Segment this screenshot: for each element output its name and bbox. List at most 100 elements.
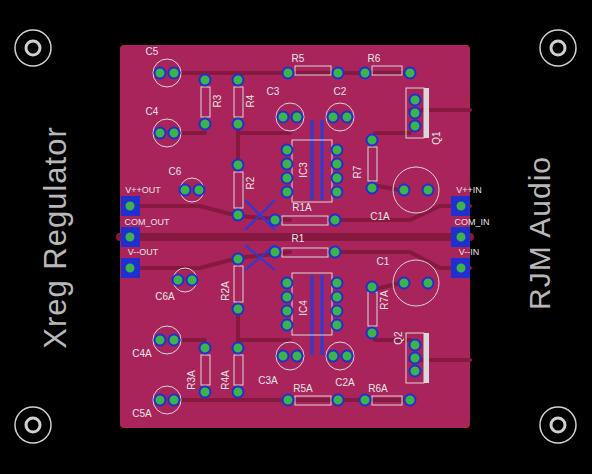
resistor-outline bbox=[234, 266, 243, 302]
pad bbox=[292, 351, 303, 362]
resistor-outline bbox=[201, 355, 210, 385]
pad bbox=[342, 112, 353, 123]
transistor-outline bbox=[406, 333, 424, 383]
pad bbox=[169, 68, 180, 79]
terminal-block bbox=[451, 258, 470, 278]
pad bbox=[187, 275, 198, 286]
terminal-label: COM_OUT bbox=[125, 218, 170, 227]
resistor-outline bbox=[372, 66, 402, 75]
pad bbox=[332, 187, 343, 198]
copper-trace-bottom bbox=[312, 120, 322, 355]
pad bbox=[423, 278, 434, 289]
resistor-outline bbox=[295, 396, 331, 405]
transistor-outline bbox=[424, 88, 429, 138]
pad bbox=[367, 135, 378, 146]
pad bbox=[282, 187, 293, 198]
pad bbox=[233, 160, 244, 171]
ic-outline bbox=[292, 140, 332, 202]
pad bbox=[278, 112, 289, 123]
copper-trace-bottom bbox=[245, 200, 275, 270]
mounting-hole bbox=[26, 418, 40, 432]
pad bbox=[233, 210, 244, 221]
pad bbox=[332, 320, 343, 331]
pad bbox=[367, 282, 378, 293]
pad bbox=[360, 68, 371, 79]
capacitor-outline bbox=[393, 260, 439, 306]
capacitor-outline bbox=[153, 59, 181, 87]
resistor-outline bbox=[282, 216, 328, 225]
capacitor-outline bbox=[276, 103, 304, 131]
pad bbox=[125, 201, 136, 212]
part-label: C5A bbox=[132, 409, 151, 419]
pad bbox=[332, 292, 343, 303]
pad bbox=[342, 351, 353, 362]
pad bbox=[173, 275, 184, 286]
pad bbox=[233, 254, 244, 265]
capacitor-outline bbox=[326, 342, 354, 370]
terminal-block bbox=[121, 196, 140, 216]
terminal-block bbox=[121, 196, 470, 278]
terminal-label: COM_IN bbox=[454, 218, 489, 227]
pad bbox=[283, 395, 294, 406]
terminal-block bbox=[121, 227, 140, 247]
pad bbox=[233, 387, 244, 398]
pad bbox=[292, 112, 303, 123]
terminal-label: V++OUT bbox=[125, 186, 161, 195]
resistor-outline bbox=[234, 355, 243, 385]
resistor-outline bbox=[201, 87, 210, 117]
pad bbox=[332, 306, 343, 317]
part-label: R3A bbox=[187, 370, 197, 389]
terminal-label: V--OUT bbox=[128, 248, 159, 257]
ic-outline bbox=[292, 273, 332, 335]
pad bbox=[367, 328, 378, 339]
part-label: C1 bbox=[377, 257, 390, 267]
terminal-block bbox=[121, 258, 140, 278]
pad bbox=[333, 395, 344, 406]
part-label: C6 bbox=[169, 167, 182, 177]
pad bbox=[169, 128, 180, 139]
pad bbox=[360, 395, 371, 406]
pad bbox=[410, 366, 421, 377]
pad bbox=[200, 119, 211, 130]
part-label: Q1 bbox=[432, 131, 442, 144]
part-label: R4A bbox=[221, 370, 231, 389]
mounting-hole bbox=[15, 30, 576, 443]
pad bbox=[282, 292, 293, 303]
pad bbox=[456, 201, 467, 212]
pad bbox=[155, 335, 166, 346]
pad bbox=[155, 68, 166, 79]
part-label: R3 bbox=[213, 95, 223, 108]
part-label: C3A bbox=[258, 376, 277, 386]
mounting-hole bbox=[540, 407, 576, 443]
mounting-hole bbox=[540, 30, 576, 66]
copper-trace bbox=[410, 110, 470, 360]
part-label: R7A bbox=[380, 290, 390, 309]
copper-trace-bottom bbox=[245, 120, 322, 355]
pad bbox=[367, 183, 378, 194]
resistor-outline bbox=[368, 147, 377, 181]
pad bbox=[282, 173, 293, 184]
capacitor-outline bbox=[153, 326, 181, 354]
part-label: C3 bbox=[267, 87, 280, 97]
pad bbox=[180, 185, 191, 196]
resistor-outline bbox=[234, 87, 243, 117]
part-label: R7 bbox=[353, 166, 363, 179]
pad bbox=[332, 173, 343, 184]
pad bbox=[405, 395, 416, 406]
part-label: IC4 bbox=[299, 300, 309, 316]
part-label: R2A bbox=[221, 281, 231, 300]
capacitor-outline bbox=[180, 178, 204, 202]
pad bbox=[278, 351, 289, 362]
part-label: R6 bbox=[368, 54, 381, 64]
capacitor-outline bbox=[153, 59, 439, 414]
copper-trace bbox=[120, 73, 470, 400]
pad bbox=[270, 247, 281, 258]
board-title: RJM Audio bbox=[525, 156, 555, 310]
mounting-hole bbox=[26, 41, 40, 55]
resistor-outline bbox=[295, 66, 331, 75]
resistor-outline bbox=[234, 172, 243, 208]
pad bbox=[332, 278, 343, 289]
mounting-hole bbox=[551, 41, 565, 55]
transistor-outline bbox=[406, 88, 429, 383]
mounting-hole bbox=[15, 407, 51, 443]
